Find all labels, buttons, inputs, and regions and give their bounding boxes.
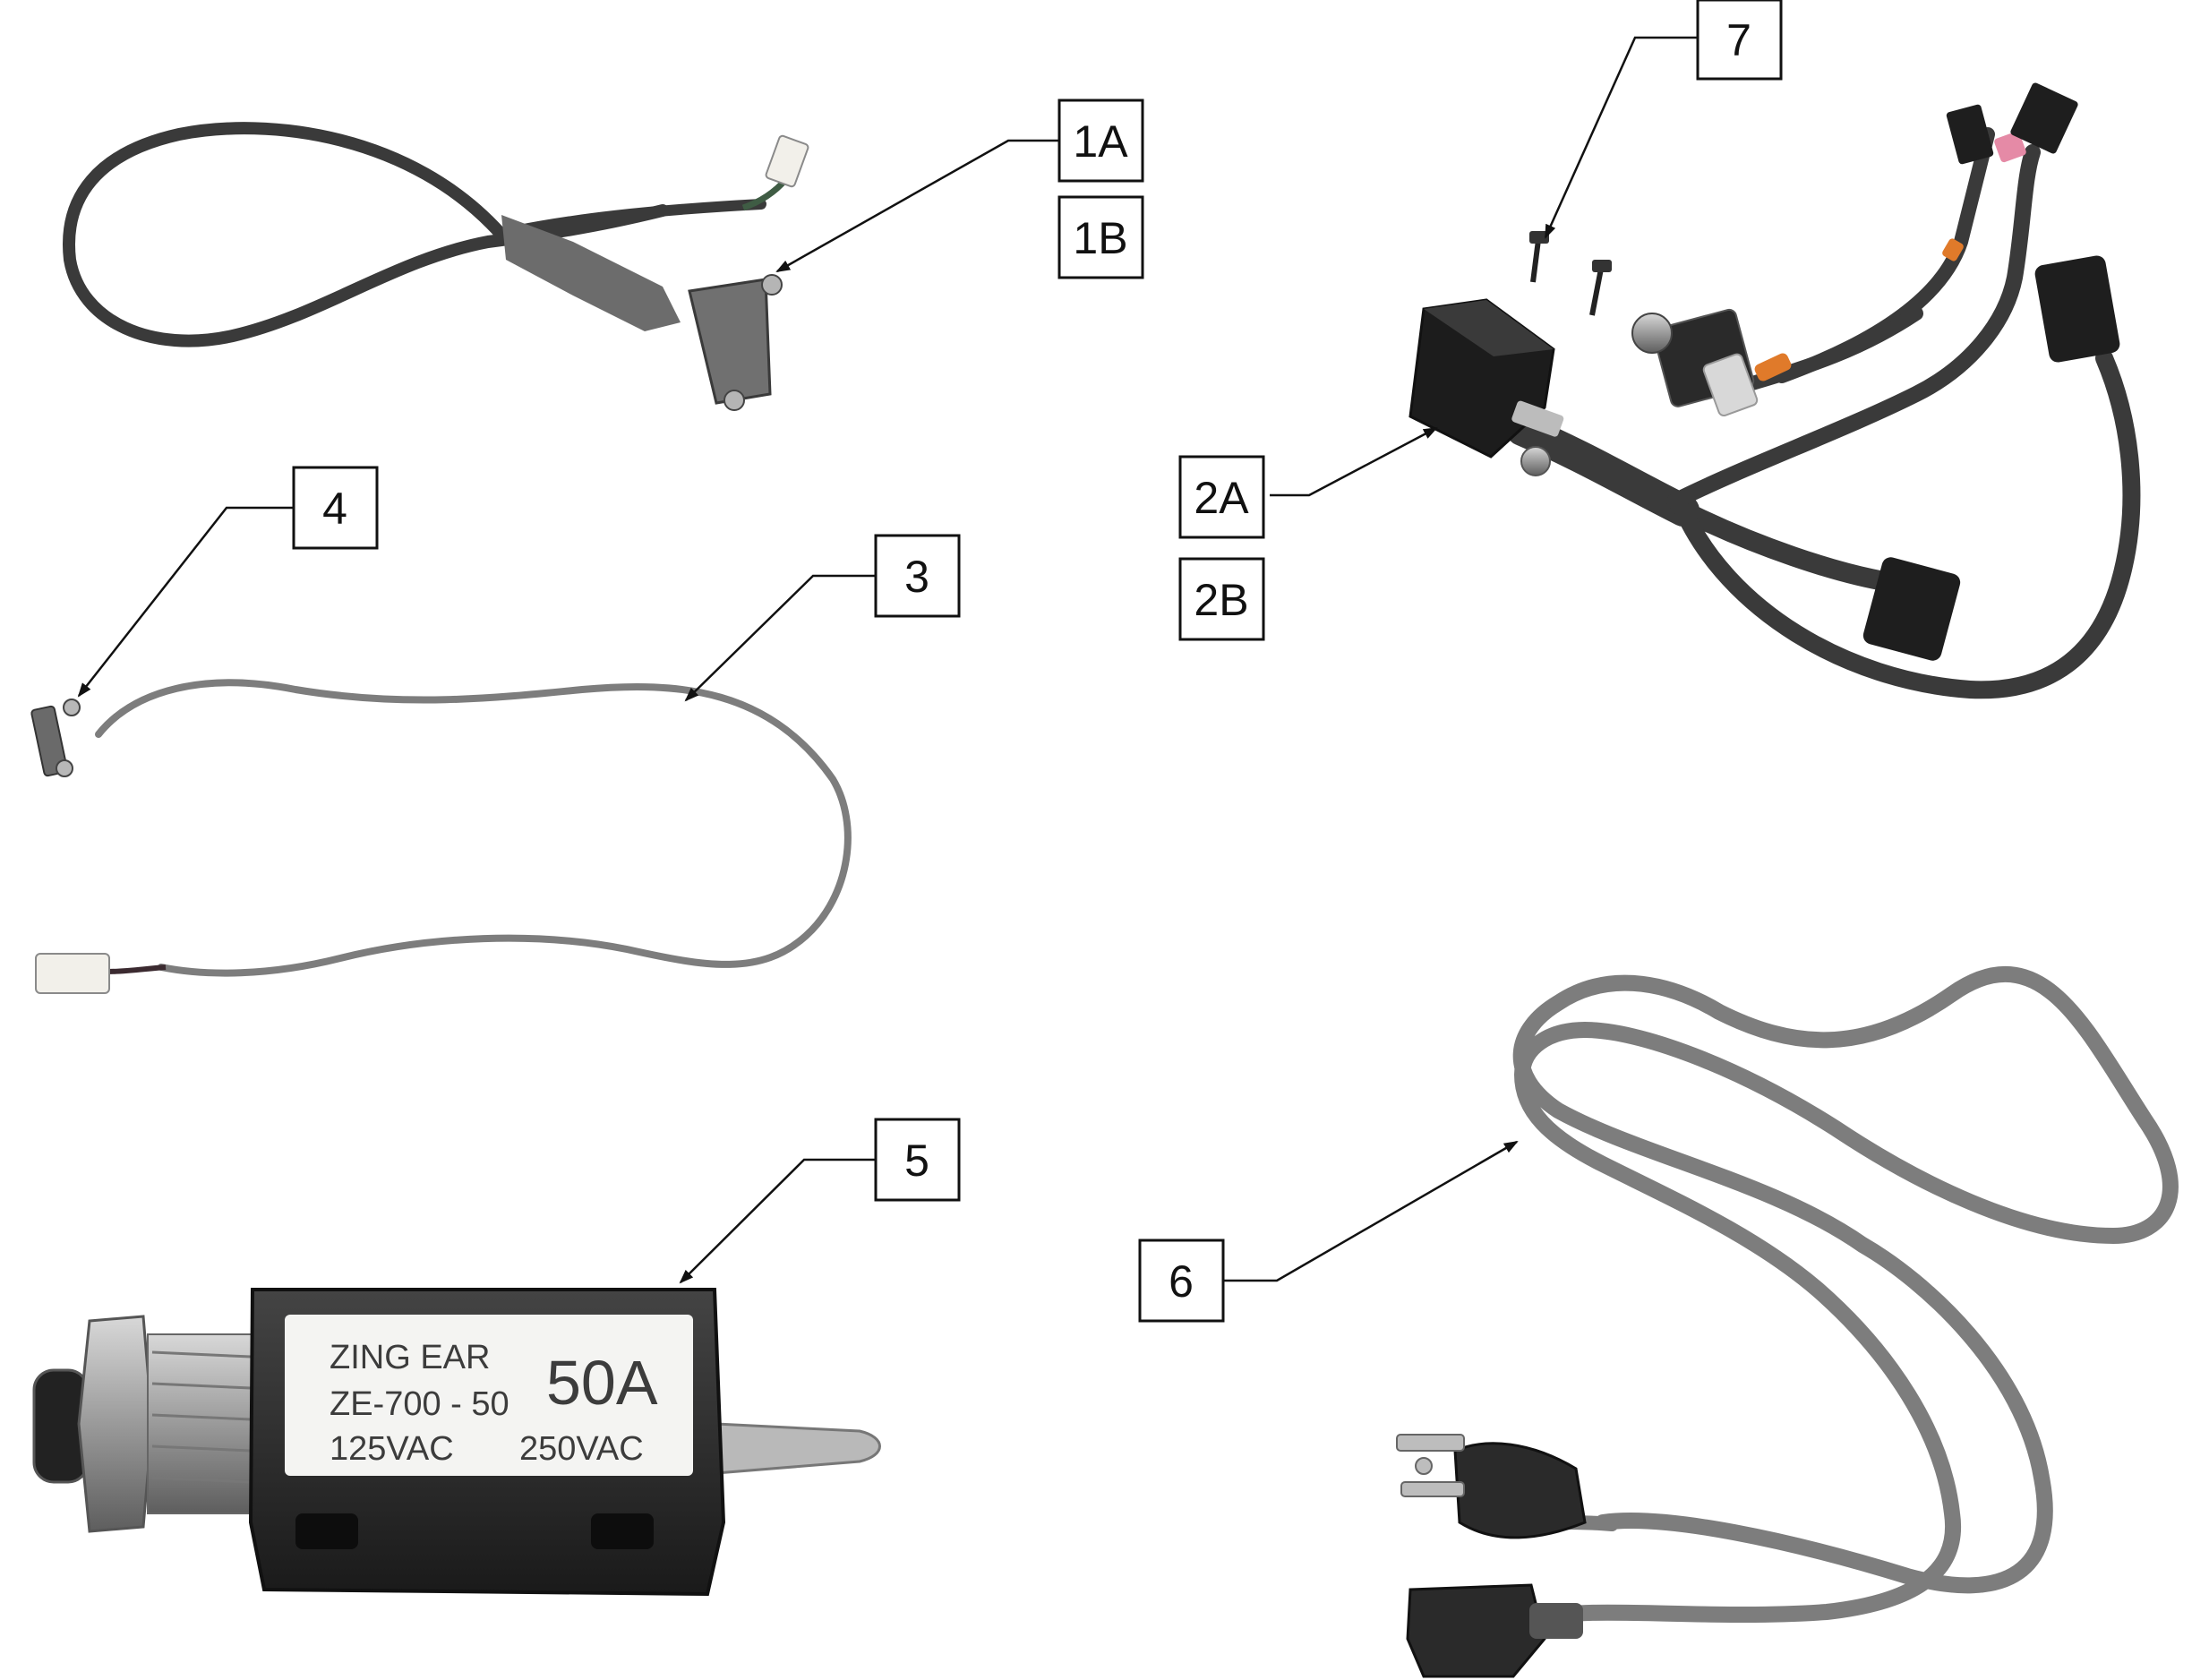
black-connector-lower xyxy=(1862,557,1961,661)
harness-branch-long xyxy=(1674,349,2141,699)
cord-iec-connector xyxy=(1406,1583,1546,1678)
leader-3 xyxy=(684,574,876,702)
part-7-screws xyxy=(1529,231,1612,316)
breaker-terminal-tab xyxy=(715,1422,881,1475)
harness-branch-lower xyxy=(1674,501,1899,592)
white-plug-part3 xyxy=(35,953,110,994)
part-3-sensor-wire xyxy=(30,679,852,994)
callout-5: 5 xyxy=(874,1118,961,1202)
screw-right-head xyxy=(1592,260,1612,272)
part-2-wiring-harness xyxy=(1408,82,2141,699)
db-screw-top xyxy=(761,274,783,296)
orange-sleeve-2 xyxy=(1942,238,1964,261)
callout-5-label: 5 xyxy=(904,1136,929,1186)
breaker-rating-text: 50A xyxy=(546,1348,658,1418)
harness-main-cable xyxy=(1506,414,1700,527)
callout-1a-label: 1A xyxy=(1073,116,1128,167)
gray-wire-loop xyxy=(95,679,852,977)
callout-4: 4 xyxy=(292,466,379,550)
db-screw-bottom xyxy=(723,390,745,411)
breaker-voltage-250: 250VAC xyxy=(519,1430,644,1468)
black-connector-top-b xyxy=(2010,82,2078,154)
callout-7-label: 7 xyxy=(1726,15,1751,65)
breaker-label-plate xyxy=(285,1315,693,1476)
callout-4-label: 4 xyxy=(322,484,347,534)
callout-1b: 1B xyxy=(1057,195,1144,279)
callout-3: 3 xyxy=(874,534,961,618)
leader-4 xyxy=(77,506,294,698)
callout-7: 7 xyxy=(1696,0,1783,81)
callout-1a: 1A xyxy=(1057,99,1144,183)
cord-plug-body xyxy=(1453,1442,1587,1539)
callout-2b: 2B xyxy=(1178,557,1265,641)
breaker-mount-hole-right xyxy=(591,1513,654,1549)
black-connector-right xyxy=(2034,255,2120,363)
harness-box-ring-terminal xyxy=(1520,446,1551,476)
white-connector-plug xyxy=(765,134,809,188)
cord-loop xyxy=(1512,966,2179,1629)
leader-lines xyxy=(77,36,1698,1284)
callout-1b-label: 1B xyxy=(1073,213,1127,263)
callout-2b-label: 2B xyxy=(1194,575,1248,625)
db-connector-body xyxy=(688,278,772,405)
screw-left-head xyxy=(1529,231,1549,244)
cable-lead xyxy=(509,199,766,236)
part-5-circuit-breaker: ZING EAR ZE-700 - 50 50A 125VAC 250VAC xyxy=(32,1288,881,1597)
breaker-hex-nut xyxy=(77,1315,154,1533)
screw-left xyxy=(1530,239,1541,283)
breaker-brand-text: ZING EAR xyxy=(330,1339,490,1376)
harness-black-box-top xyxy=(1424,300,1554,356)
cord-plug-ground-pin xyxy=(1415,1457,1433,1475)
screw-right xyxy=(1589,268,1604,316)
part4-bracket xyxy=(30,705,68,777)
callout-6-label: 6 xyxy=(1169,1256,1194,1307)
harness-branch-breaker xyxy=(1666,144,2041,510)
harness-box-tab xyxy=(1511,400,1564,437)
breaker-mount-hole-left xyxy=(295,1513,358,1549)
orange-sleeve-1 xyxy=(1754,353,1792,381)
callout-2a: 2A xyxy=(1178,455,1265,539)
part-6-power-cord xyxy=(1396,966,2179,1678)
leader-1a xyxy=(775,139,1059,273)
callout-3-label: 3 xyxy=(904,552,929,602)
heat-shrink-boot xyxy=(501,215,681,331)
breaker-threaded-stem xyxy=(147,1333,256,1514)
breaker-model-text: ZE-700 - 50 xyxy=(330,1385,509,1423)
black-pigtail xyxy=(107,964,167,974)
cable-loop xyxy=(63,122,669,347)
callout-6: 6 xyxy=(1138,1239,1225,1323)
part-1-cable-assembly xyxy=(63,122,809,411)
cord-plug-prong-bottom xyxy=(1400,1481,1465,1497)
black-connector-top-a xyxy=(1946,104,1994,165)
leader-7 xyxy=(1544,36,1698,239)
breaker-voltage-125: 125VAC xyxy=(330,1430,454,1468)
part4-screw-bottom xyxy=(56,759,73,777)
harness-small-breaker-button xyxy=(1631,313,1673,354)
callout-2a-label: 2A xyxy=(1194,473,1249,523)
leader-5 xyxy=(679,1158,876,1284)
cord-iec-strain-relief xyxy=(1529,1603,1583,1639)
leader-6 xyxy=(1223,1140,1519,1282)
cord-plug-prong-top xyxy=(1396,1434,1465,1452)
leader-2a xyxy=(1270,426,1438,497)
breaker-thread-lines xyxy=(151,1350,252,1484)
pink-tag xyxy=(1994,131,2026,163)
clear-connector xyxy=(1702,353,1759,417)
part4-screw-top xyxy=(63,699,81,716)
